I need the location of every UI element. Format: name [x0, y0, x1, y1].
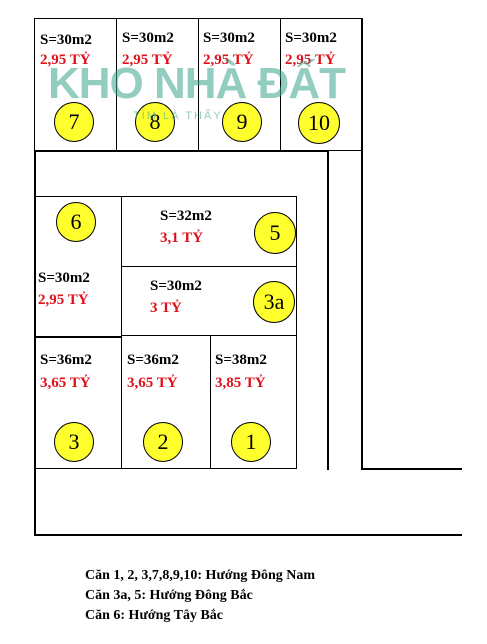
lot-10-plot [280, 18, 363, 151]
road-right-horizontal-line [361, 468, 462, 470]
lot-10-area: S=30m2 [285, 30, 337, 46]
lot-1-area: S=38m2 [215, 352, 267, 368]
lot-1-plot [210, 335, 297, 469]
lot-9-price: 2,95 TỶ [203, 52, 254, 68]
lot-8-price: 2,95 TỶ [122, 52, 173, 68]
legend-line-2: Căn 3a, 5: Hướng Đông Bắc [85, 588, 253, 603]
lot-1-price: 3,85 TỶ [215, 375, 266, 391]
watermark-sub-text: TÌM LÀ THẤY [133, 110, 223, 122]
lot-3a-price: 3 TỶ [150, 300, 182, 316]
lot-2-price: 3,65 TỶ [127, 375, 178, 391]
lot-7-marker: 7 [54, 102, 94, 142]
lot-2-marker: 2 [143, 422, 183, 462]
lot-8-marker: 8 [135, 102, 175, 142]
lot-5-marker: 5 [254, 212, 296, 254]
lot-10-marker: 10 [298, 102, 340, 144]
lot-2-area: S=36m2 [127, 352, 179, 368]
lot-1-marker: 1 [231, 422, 271, 462]
watermark-main-text: KHO NHÀ ĐẤT [48, 59, 346, 108]
road-inner-vertical-line [327, 150, 329, 470]
lot-8-area: S=30m2 [122, 30, 174, 46]
lot-5-price: 3,1 TỶ [160, 230, 204, 246]
lot-6-area: S=30m2 [38, 270, 90, 286]
lot-5-area: S=32m2 [160, 208, 212, 224]
legend-line-1: Căn 1, 2, 3,7,8,9,10: Hướng Đông Nam [85, 568, 316, 583]
lot-3-area: S=36m2 [40, 352, 92, 368]
lot-9-marker: 9 [222, 102, 262, 142]
lot-7-area: S=30m2 [40, 32, 92, 48]
lot-3a-marker: 3a [253, 281, 295, 323]
lot-6-price: 2,95 TỶ [38, 292, 89, 308]
lot-3a-area: S=30m2 [150, 278, 202, 294]
legend-line-3: Căn 6: Hướng Tây Bắc [85, 608, 224, 623]
lot-9-area: S=30m2 [203, 30, 255, 46]
lot-3-marker: 3 [54, 422, 94, 462]
watermark-logo: KHO NHÀ ĐẤT TÌM LÀ THẤY [48, 59, 346, 123]
road-right-vertical-line [361, 18, 363, 470]
lot-10-price: 2,95 TỶ [285, 52, 336, 68]
lot-3-top-line [34, 336, 122, 338]
boundary-left-line [34, 150, 36, 536]
boundary-bottom-line [34, 534, 462, 536]
lot-7-price: 2,95 TỶ [40, 52, 91, 68]
lot-3-price: 3,65 TỶ [40, 375, 91, 391]
lot-6-marker: 6 [56, 202, 96, 242]
